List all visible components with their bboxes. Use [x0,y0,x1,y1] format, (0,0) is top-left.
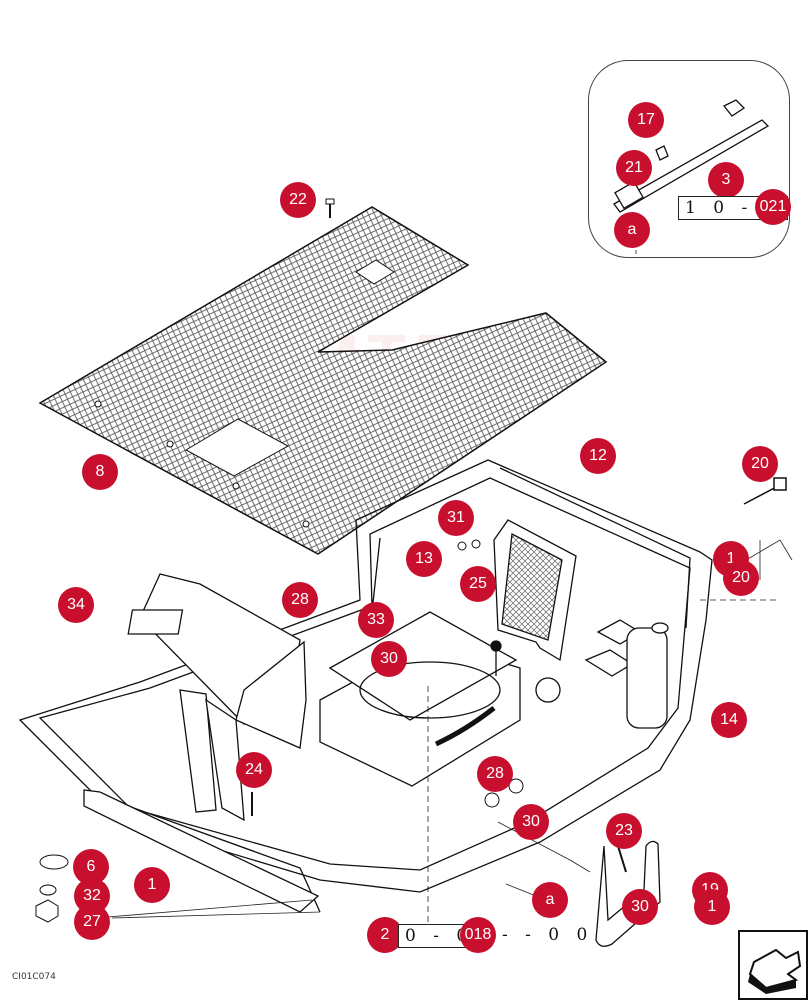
floor-mat [38,206,608,555]
callout-24[interactable]: 24 [236,752,272,788]
callout-25[interactable]: 25 [460,566,496,602]
callout-a-top[interactable]: a [614,212,650,248]
cable-loop [595,840,661,947]
callout-22[interactable]: 22 [280,182,316,218]
detail-rod [613,99,770,213]
callout-14[interactable]: 14 [711,702,747,738]
callout-27[interactable]: 27 [74,904,110,940]
callout-3[interactable]: 3 [708,162,744,198]
arrow-down-left-glyph [748,948,802,994]
hardware [35,539,627,923]
callout-28-mid[interactable]: 28 [477,756,513,792]
callout-30-bottom[interactable]: 30 [622,889,658,925]
bolt-20 [743,477,787,505]
callout-34[interactable]: 34 [58,587,94,623]
callout-12[interactable]: 12 [580,438,616,474]
page-ref-top-prefix: 1 0 - 0 [685,198,782,218]
callout-21[interactable]: 21 [616,150,652,186]
callout-a-bottom[interactable]: a [532,882,568,918]
callout-31[interactable]: 31 [438,500,474,536]
bolt-22 [325,198,335,218]
callout-1-left[interactable]: 1 [134,867,170,903]
callout-30-top[interactable]: 30 [371,641,407,677]
callout-20-mid[interactable]: 20 [723,560,759,596]
page-ref-bottom-prefix: 0 - 0 [405,926,474,946]
callout-33[interactable]: 33 [358,602,394,638]
callout-8[interactable]: 8 [82,454,118,490]
arrow-down-left-icon[interactable] [738,930,808,1000]
callout-28-top[interactable]: 28 [282,582,318,618]
canister [584,619,669,729]
callout-30-mid[interactable]: 30 [513,804,549,840]
callout-2[interactable]: 2 [367,917,403,953]
page-ref-top-number[interactable]: 021 [755,189,791,225]
detail-frame [588,60,790,258]
callout-20-top[interactable]: 20 [742,446,778,482]
callout-23[interactable]: 23 [606,813,642,849]
page-ref-bottom-number[interactable]: 018 [460,917,496,953]
leader-lines [95,222,793,940]
callout-17[interactable]: 17 [628,102,664,138]
page-ref-bottom-tail: - - 0 0 [502,925,594,945]
callout-1-bottom[interactable]: 1 [694,889,730,925]
seat-base [319,611,561,787]
seat-back-panel [493,519,577,662]
drawing-code: CI01C074 [12,972,56,982]
console [127,573,307,822]
callout-13[interactable]: 13 [406,541,442,577]
